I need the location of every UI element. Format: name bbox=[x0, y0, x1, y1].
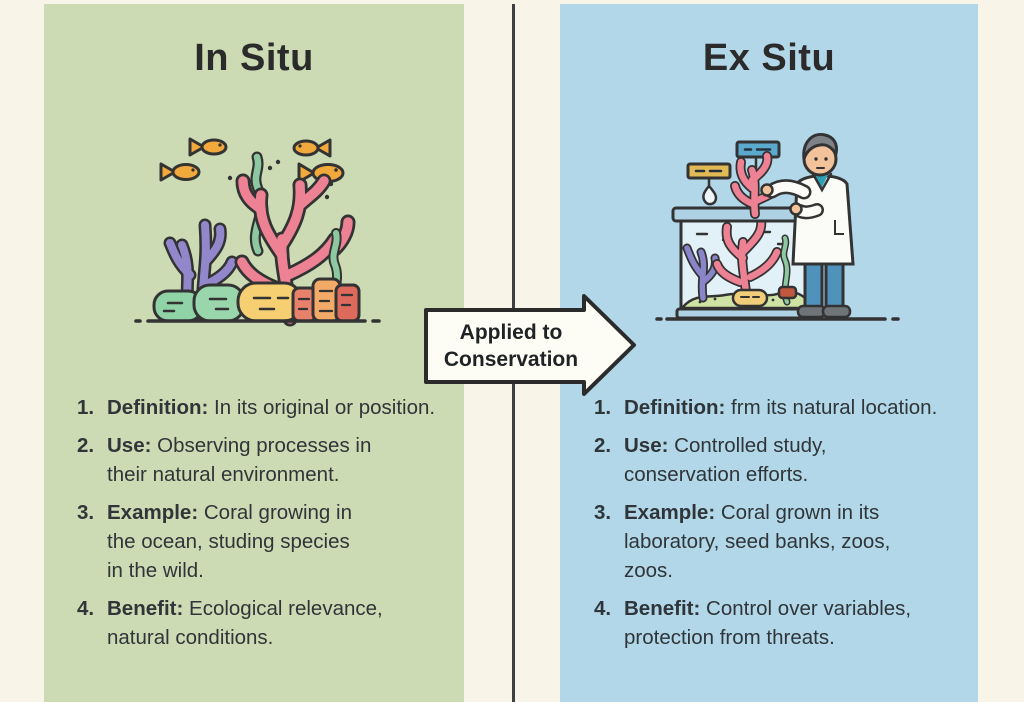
label-sign bbox=[686, 162, 732, 206]
list-item: 1. Definition: frm its natural location. bbox=[594, 393, 986, 422]
shoe bbox=[821, 304, 852, 319]
barrel-coral-icon bbox=[291, 277, 361, 323]
in-situ-title: In Situ bbox=[194, 37, 314, 79]
item-label: Use: bbox=[107, 434, 152, 457]
pants bbox=[803, 258, 824, 310]
item-number: 1. bbox=[77, 396, 95, 419]
rock-icon bbox=[152, 283, 246, 323]
scientist bbox=[760, 132, 855, 319]
list-item: 2. Use: Controlled study, conservation e… bbox=[594, 431, 986, 489]
item-text: natural conditions. bbox=[107, 626, 274, 649]
pink-coral-icon bbox=[712, 215, 782, 307]
list-item: 3. Example: Coral grown in its laborator… bbox=[594, 498, 986, 585]
in-situ-list: 1. Definition: In its original or positi… bbox=[77, 393, 469, 661]
aquarium-tank bbox=[671, 206, 817, 320]
fish-icon bbox=[188, 137, 228, 157]
item-number: 4. bbox=[594, 597, 612, 620]
item-text: Controlled study, bbox=[674, 434, 827, 457]
coral-reef-illustration bbox=[134, 137, 381, 327]
item-text: Coral grown in its bbox=[720, 501, 880, 524]
shoe bbox=[796, 304, 827, 319]
item-number: 2. bbox=[77, 434, 95, 457]
item-text: laboratory, seed banks, zoos, bbox=[624, 530, 891, 553]
item-text: frm its natural location. bbox=[731, 396, 938, 419]
item-number: 3. bbox=[77, 501, 95, 524]
water-drop-icon bbox=[702, 184, 718, 206]
fish-icon bbox=[292, 138, 332, 158]
pants bbox=[824, 258, 845, 310]
item-text: Observing processes in bbox=[157, 434, 372, 457]
hair bbox=[802, 132, 838, 161]
hand bbox=[760, 183, 774, 197]
list-item: 3. Example: Coral growing in the ocean, … bbox=[77, 498, 469, 585]
item-number: 4. bbox=[77, 597, 95, 620]
item-text: Ecological relevance, bbox=[189, 597, 383, 620]
fish-icon bbox=[159, 162, 201, 182]
item-label: Example: bbox=[107, 501, 199, 524]
item-number: 2. bbox=[594, 434, 612, 457]
arm bbox=[789, 202, 824, 220]
coat-pocket bbox=[834, 220, 844, 235]
item-label: Use: bbox=[624, 434, 669, 457]
item-text: protection from threats. bbox=[624, 626, 835, 649]
item-text: conservation efforts. bbox=[624, 463, 809, 486]
ex-situ-list: 1. Definition: frm its natural location.… bbox=[594, 393, 986, 661]
item-text: zoos. bbox=[624, 559, 673, 582]
scientist-aquarium-illustration bbox=[655, 132, 900, 321]
list-item: 4. Benefit: Ecological relevance, natura… bbox=[77, 594, 469, 652]
hand bbox=[789, 202, 803, 216]
shirt bbox=[815, 175, 828, 188]
small-coral-pot bbox=[777, 285, 798, 300]
applied-to-conservation-arrow bbox=[424, 294, 636, 396]
item-label: Benefit: bbox=[107, 597, 184, 620]
ex-situ-panel: Ex Situ bbox=[560, 4, 978, 702]
list-item: 4. Benefit: Control over variables, prot… bbox=[594, 594, 986, 652]
item-label: Definition: bbox=[624, 396, 726, 419]
arm bbox=[760, 179, 812, 200]
item-text: their natural environment. bbox=[107, 463, 340, 486]
arrow-label: Applied to Conservation bbox=[430, 319, 592, 373]
rock-icon bbox=[731, 288, 769, 308]
item-text: Coral growing in bbox=[203, 501, 352, 524]
ex-situ-title: Ex Situ bbox=[702, 37, 836, 79]
item-text: the ocean, studing species bbox=[107, 530, 350, 553]
arrow-label-line2: Conservation bbox=[443, 348, 579, 371]
item-number: 3. bbox=[594, 501, 612, 524]
item-text: Control over variables, bbox=[706, 597, 912, 620]
item-text: In its original or position. bbox=[214, 396, 436, 419]
item-label: Definition: bbox=[107, 396, 209, 419]
item-text: in the wild. bbox=[107, 559, 204, 582]
item-label: Example: bbox=[624, 501, 716, 524]
arrow-label-line1: Applied to bbox=[459, 321, 563, 344]
list-item: 1. Definition: In its original or positi… bbox=[77, 393, 469, 422]
pink-coral-icon bbox=[234, 173, 356, 327]
in-situ-panel: In Situ bbox=[44, 4, 464, 702]
item-label: Benefit: bbox=[624, 597, 701, 620]
item-number: 1. bbox=[594, 396, 612, 419]
list-item: 2. Use: Observing processes in their nat… bbox=[77, 431, 469, 489]
